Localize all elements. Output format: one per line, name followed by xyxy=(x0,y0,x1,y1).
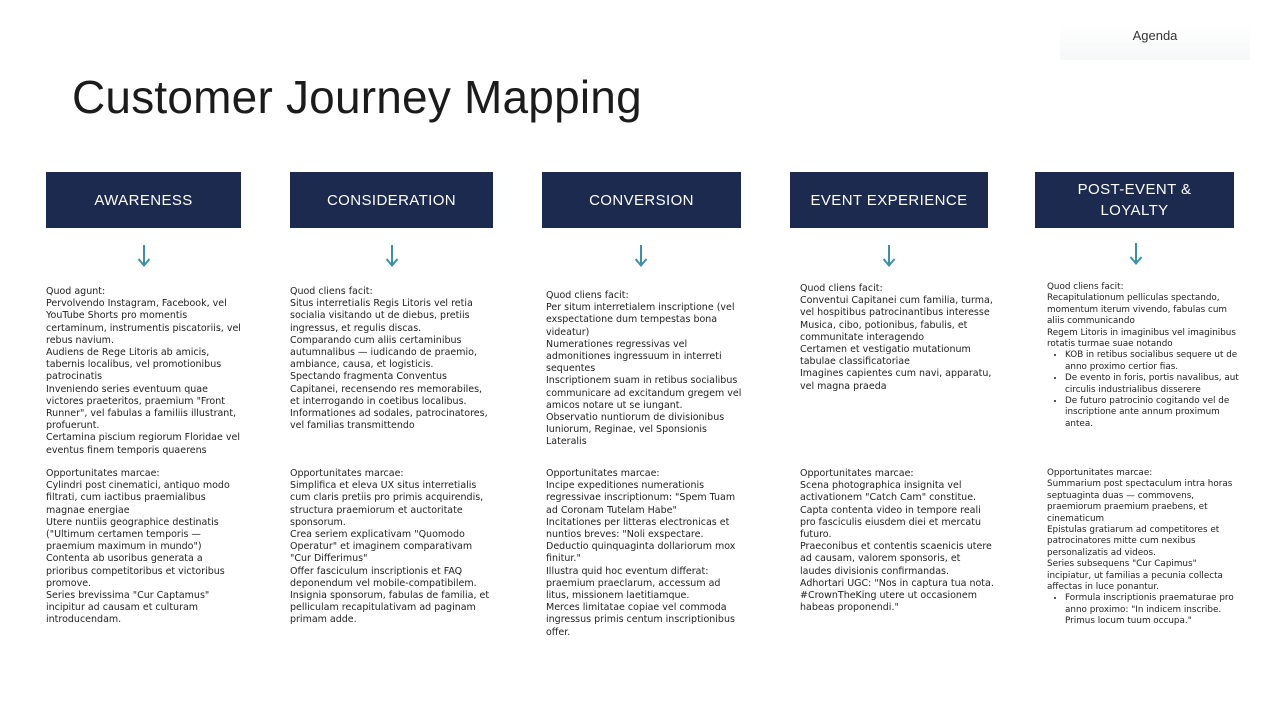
action-text: Recapitulationum pelliculas spectando, m… xyxy=(1047,293,1228,327)
opportunity-text: Praeconibus et contentis scaenicis utere… xyxy=(800,541,992,577)
brand-opportunities-post-event: Opportunitates marcae: Summarium post sp… xyxy=(1047,468,1243,628)
stage-header: CONSIDERATION xyxy=(290,172,493,228)
opportunity-text: Utere nuntiis geographice destinatis ("U… xyxy=(46,516,219,553)
brand-opportunities-awareness: Opportunitates marcae: Cylindri post cin… xyxy=(46,468,246,627)
opportunity-text: Adhortari UGC: "Nos in captura tua nota.… xyxy=(800,577,994,614)
brand-opportunities-conversion: Opportunitates marcae: Incipe expedition… xyxy=(546,468,746,639)
list-item: Formula inscriptionis praematurae pro an… xyxy=(1065,593,1243,627)
opportunity-text: Epistulas gratiarum ad competitores et p… xyxy=(1047,525,1220,558)
customer-actions-awareness: Quod agunt: Pervolvendo Instagram, Faceb… xyxy=(46,286,246,457)
brand-opportunities-event-experience: Opportunitates marcae: Scena photographi… xyxy=(800,468,994,614)
opportunity-text: Cylindri post cinematici, antiquo modo f… xyxy=(46,480,230,516)
section-heading: Opportunitates marcae: xyxy=(546,468,660,479)
arrow-down-icon xyxy=(634,244,648,268)
section-heading: Quod cliens facit: xyxy=(800,283,883,294)
list-item: KOB in retibus socialibus sequere ut de … xyxy=(1065,350,1243,373)
action-text: Musica, cibo, potionibus, fabulis, et co… xyxy=(800,319,968,343)
stage-column-consideration: CONSIDERATION xyxy=(290,172,493,228)
action-text: Certamen et vestigatio mutationum tabula… xyxy=(800,344,971,368)
opportunity-text: Insignia sponsorum, fabulas de familia, … xyxy=(290,590,490,626)
action-text: Situs interretialis Regis Litoris vel re… xyxy=(290,298,473,334)
opportunity-text: Illustra quid hoc eventum differat: prae… xyxy=(546,565,721,602)
opportunity-text: Offer fasciculum inscriptionis et FAQ de… xyxy=(290,565,477,589)
arrow-down-icon xyxy=(1129,242,1143,266)
opportunity-text: Incipe expeditiones numerationis regress… xyxy=(546,480,736,516)
agenda-label: Agenda xyxy=(1132,28,1178,43)
stage-column-event-experience: EVENT EXPERIENCE xyxy=(790,172,988,228)
opportunity-text: Scena photographica insignita vel activa… xyxy=(800,480,977,504)
arrow-down-icon xyxy=(385,244,399,268)
opportunity-text: Simplifica et eleva UX situs interretial… xyxy=(290,480,484,528)
action-text: Numerationes regressivas vel admonitione… xyxy=(546,338,722,375)
action-text: Spectando fragmenta Conventus Capitanei,… xyxy=(290,371,483,407)
list-item: De evento in foris, portis navalibus, au… xyxy=(1065,373,1243,396)
action-text: Inscriptionem suam in retibus socialibus… xyxy=(546,375,742,411)
section-heading: Opportunitates marcae: xyxy=(1047,468,1153,478)
opportunity-text: Merces limitatae copiae vel commoda ingr… xyxy=(546,602,735,638)
section-heading: Quod cliens facit: xyxy=(546,290,629,301)
stage-header: EVENT EXPERIENCE xyxy=(790,172,988,228)
page-title: Customer Journey Mapping xyxy=(72,71,642,123)
action-text: Inveniendo series eventuum quae victores… xyxy=(46,383,237,432)
section-heading: Opportunitates marcae: xyxy=(46,468,160,479)
arrow-down-icon xyxy=(882,244,896,268)
action-text: Conventui Capitanei cum familia, turma, … xyxy=(800,295,993,319)
action-bullet-list: KOB in retibus socialibus sequere ut de … xyxy=(1047,350,1243,430)
stage-header: CONVERSION xyxy=(542,172,741,228)
opportunity-text: Series brevissima "Cur Captamus" incipit… xyxy=(46,590,210,626)
action-text: Pervolvendo Instagram, Facebook, vel You… xyxy=(46,298,241,346)
action-text: Comparando cum aliis certaminibus autumn… xyxy=(290,334,477,371)
opportunity-text: Incitationes per litteras electronicas e… xyxy=(546,516,736,565)
section-heading: Quod cliens facit: xyxy=(290,286,373,297)
section-heading: Opportunitates marcae: xyxy=(290,468,404,479)
action-text: Regem Litoris in imaginibus vel imaginib… xyxy=(1047,327,1236,350)
opportunity-text: Capta contenta video in tempore reali pr… xyxy=(800,504,981,541)
action-text: Certamina piscium regiorum Floridae vel … xyxy=(46,432,240,456)
opportunity-text: Summarium post spectaculum intra horas s… xyxy=(1047,479,1233,524)
customer-actions-conversion: Quod cliens facit: Per situm interretial… xyxy=(546,290,746,449)
customer-actions-post-event: Quod cliens facit: Recapitulationum pell… xyxy=(1047,282,1243,430)
list-item: De futuro patrocinio cogitando vel de in… xyxy=(1065,396,1243,430)
action-text: Audiens de Rege Litoris ab amicis, taber… xyxy=(46,347,222,383)
section-heading: Quod cliens facit: xyxy=(1047,282,1124,292)
stage-header: AWARENESS xyxy=(46,172,241,228)
stage-column-conversion: CONVERSION xyxy=(542,172,741,228)
opportunity-text: Contenta ab usoribus generata a prioribu… xyxy=(46,553,225,589)
arrow-down-icon xyxy=(137,244,151,268)
stage-column-post-event: POST-EVENT & LOYALTY xyxy=(1035,172,1234,228)
section-heading: Quod agunt: xyxy=(46,286,106,297)
section-heading: Opportunitates marcae: xyxy=(800,468,914,479)
brand-opportunities-consideration: Opportunitates marcae: Simplifica et ele… xyxy=(290,468,494,627)
action-text: Observatio nuntiorum de divisionibus Iun… xyxy=(546,412,725,448)
opportunity-text: Series subsequens "Cur Capimus" incipiat… xyxy=(1047,559,1223,593)
stage-column-awareness: AWARENESS xyxy=(46,172,241,228)
opportunity-text: Crea seriem explicativam "Quomodo Operat… xyxy=(290,529,473,565)
agenda-link[interactable]: Agenda xyxy=(1060,24,1250,60)
opportunity-bullet-list: Formula inscriptionis praematurae pro an… xyxy=(1047,593,1243,627)
action-text: Per situm interretialem inscriptione (ve… xyxy=(546,302,735,338)
action-text: Informationes ad sodales, patrocinatores… xyxy=(290,408,488,432)
stage-header: POST-EVENT & LOYALTY xyxy=(1035,172,1234,228)
customer-actions-event-experience: Quod cliens facit: Conventui Capitanei c… xyxy=(800,283,994,393)
customer-actions-consideration: Quod cliens facit: Situs interretialis R… xyxy=(290,286,494,432)
action-text: Imagines capientes cum navi, apparatu, v… xyxy=(800,368,992,392)
